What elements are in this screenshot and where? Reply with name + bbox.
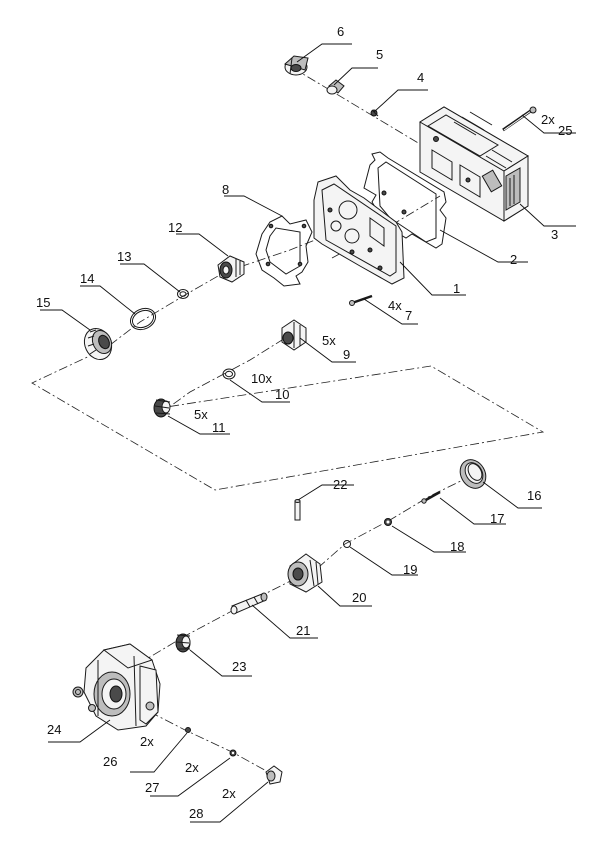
part-27-plug bbox=[229, 749, 237, 757]
callout-2-number: 2 bbox=[510, 252, 517, 267]
callout-3-number: 3 bbox=[551, 227, 558, 242]
callout-19-number: 19 bbox=[403, 562, 417, 577]
callout-9-qty: 5x bbox=[322, 333, 336, 348]
callout-4-number: 4 bbox=[417, 70, 424, 85]
callout-1-number: 1 bbox=[453, 281, 460, 296]
callout-26-qty: 2x bbox=[140, 734, 154, 749]
part-11-gear bbox=[153, 398, 171, 418]
part-16-ring bbox=[459, 459, 487, 489]
leader-lines bbox=[40, 43, 576, 823]
part-15-cap bbox=[83, 327, 113, 361]
callout-16-number: 16 bbox=[527, 488, 541, 503]
part-9-insert bbox=[281, 319, 307, 351]
callout-7-qty: 4x bbox=[388, 298, 402, 313]
callout-26-number: 26 bbox=[103, 754, 117, 769]
callout-28-qty: 2x bbox=[222, 786, 236, 801]
part-19-ring bbox=[343, 540, 351, 548]
part-24-pump-body bbox=[72, 643, 161, 731]
callout-5-number: 5 bbox=[376, 47, 383, 62]
part-23-gear bbox=[175, 633, 191, 653]
callout-25-number: 25 bbox=[558, 123, 572, 138]
part-8-frame-gasket bbox=[255, 215, 313, 287]
part-2-gasket bbox=[363, 151, 447, 249]
part-14-oring bbox=[129, 307, 157, 331]
part-21-shaft bbox=[230, 592, 268, 615]
part-3-controller-housing bbox=[419, 106, 529, 222]
axis-upper bbox=[292, 67, 441, 157]
part-17-pin bbox=[421, 490, 441, 504]
part-22-pin bbox=[294, 499, 301, 521]
part-28-plug bbox=[265, 765, 283, 785]
callout-10-qty: 10x bbox=[251, 371, 272, 386]
part-4-screw bbox=[370, 109, 379, 117]
part-1-plate bbox=[313, 175, 405, 285]
part-12-valve bbox=[217, 255, 245, 283]
callout-6-number: 6 bbox=[337, 24, 344, 39]
callout-27-number: 27 bbox=[145, 780, 159, 795]
callout-27-qty: 2x bbox=[185, 760, 199, 775]
parts bbox=[72, 55, 537, 785]
callout-24-number: 24 bbox=[47, 722, 61, 737]
callout-11-number: 11 bbox=[212, 420, 226, 435]
part-5-cylinder bbox=[326, 79, 345, 95]
part-13-oring bbox=[177, 289, 189, 299]
callout-labels: 6 5 4 2x 25 3 2 1 8 12 13 14 15 4x 7 5x … bbox=[36, 24, 572, 821]
callout-8-number: 8 bbox=[222, 182, 229, 197]
callout-10-number: 10 bbox=[275, 387, 289, 402]
callout-12-number: 12 bbox=[168, 220, 182, 235]
part-7-screws bbox=[349, 294, 373, 306]
callout-25-qty: 2x bbox=[541, 112, 555, 127]
part-26-plug bbox=[185, 727, 191, 733]
callout-20-number: 20 bbox=[352, 590, 366, 605]
callout-15-number: 15 bbox=[36, 295, 50, 310]
part-18-ring bbox=[384, 518, 392, 526]
callout-11-qty: 5x bbox=[194, 407, 208, 422]
part-20-piston bbox=[287, 553, 323, 593]
callout-22-number: 22 bbox=[333, 477, 347, 492]
callout-7-number: 7 bbox=[405, 308, 412, 323]
axis-plugs bbox=[149, 711, 271, 774]
callout-21-number: 21 bbox=[296, 623, 310, 638]
callout-13-number: 13 bbox=[117, 249, 131, 264]
callout-14-number: 14 bbox=[80, 271, 94, 286]
callout-9-number: 9 bbox=[343, 347, 350, 362]
axis-valve bbox=[164, 329, 299, 411]
part-25-bolt bbox=[502, 106, 537, 132]
callout-23-number: 23 bbox=[232, 659, 246, 674]
part-10-oring bbox=[222, 368, 236, 380]
callout-17-number: 17 bbox=[490, 511, 504, 526]
callout-28-number: 28 bbox=[189, 806, 203, 821]
axis-intake bbox=[109, 237, 321, 346]
callout-18-number: 18 bbox=[450, 539, 464, 554]
part-6-sleeve bbox=[283, 55, 309, 76]
